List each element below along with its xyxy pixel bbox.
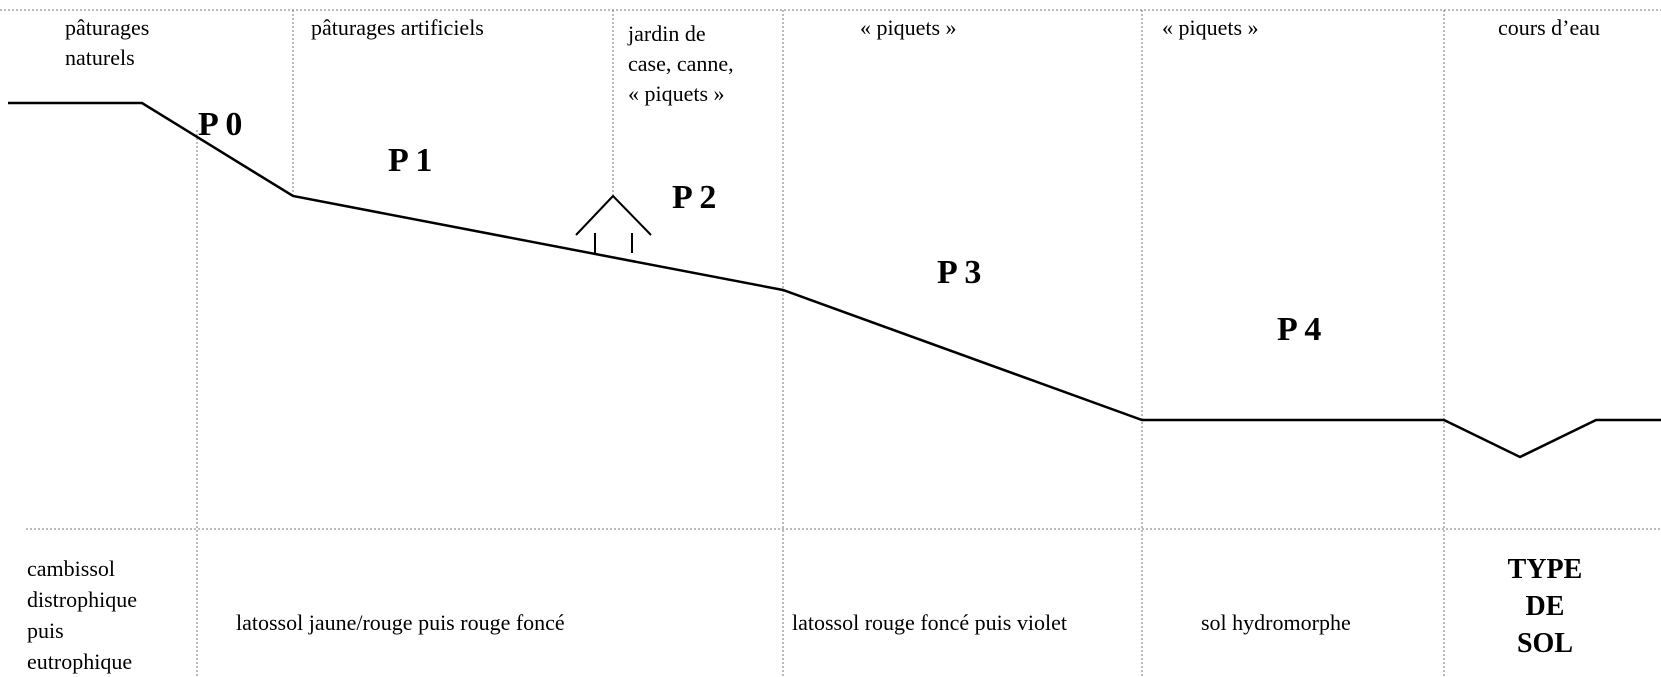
soil-type-latossol-dark-red: latossol rouge foncé puis violet bbox=[792, 610, 1067, 635]
plot-label-p0: P 0 bbox=[198, 106, 243, 143]
land-use-label-artificial-pasture: pâturages artificiels bbox=[311, 15, 484, 40]
soil-type-header: TYPE DE SOL bbox=[1507, 554, 1583, 659]
plot-label-p4: P 4 bbox=[1277, 311, 1322, 348]
house-icon bbox=[575, 194, 652, 253]
land-use-label-piquets-1: « piquets » bbox=[860, 15, 957, 40]
plot-label-p1: P 1 bbox=[388, 142, 433, 179]
land-use-label-piquets-2: « piquets » bbox=[1162, 15, 1259, 40]
plot-label-p2: P 2 bbox=[672, 179, 717, 216]
terrain-profile-line bbox=[8, 101, 1661, 459]
soil-type-cambissol: cambissol distrophique puis eutrophique bbox=[27, 556, 137, 674]
land-use-label-stream: cours d’eau bbox=[1498, 15, 1601, 40]
plot-label-p3: P 3 bbox=[937, 254, 982, 291]
soil-type-hydromorphic: sol hydromorphe bbox=[1201, 610, 1351, 635]
soil-type-latossol-yellow-red: latossol jaune/rouge puis rouge foncé bbox=[236, 610, 565, 635]
land-use-label-garden: jardin de case, canne, « piquets » bbox=[628, 21, 734, 106]
land-use-label-natural-pasture: pâturages naturels bbox=[65, 15, 150, 70]
